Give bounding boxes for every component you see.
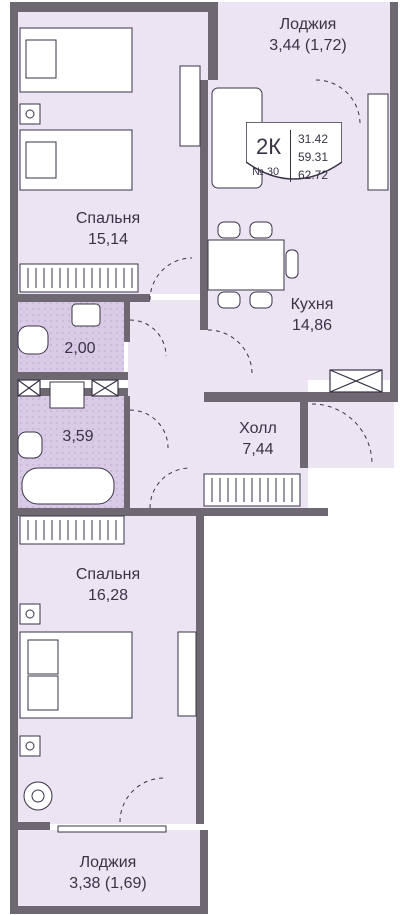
bath-area: 3,59 — [62, 428, 94, 445]
wall-hall-bottom — [10, 508, 328, 516]
wall-wc-right — [124, 302, 130, 342]
shaft-3-cross — [329, 369, 383, 393]
loggia-bottom-label: Лоджия 3,38 (1,69) — [69, 852, 146, 894]
vent-shafts — [17, 369, 383, 397]
wall-bedroom-bottom-right — [196, 516, 204, 824]
window-bedroom-top — [179, 65, 201, 147]
apartment-number: № 30 — [252, 166, 280, 178]
wall-bedroom-top-bottom — [10, 294, 150, 302]
wall-left — [10, 2, 18, 912]
pillow-4 — [27, 675, 59, 711]
hall-floor-right — [300, 402, 394, 468]
wc-label: 2,00 — [64, 338, 95, 359]
hall-name: Холл — [239, 420, 277, 437]
wall-kitchen-right — [390, 80, 398, 402]
window-bedroom-bottom — [177, 631, 197, 717]
door-entrance — [311, 403, 373, 465]
wall-bedroom-bottom-floor — [10, 822, 50, 830]
hangers-bottom — [27, 520, 117, 540]
chair-2 — [249, 221, 273, 239]
loggia-bottom-floor — [18, 830, 208, 910]
wall-loggia-bottom-base — [10, 906, 208, 914]
wardrobe-hangers — [27, 268, 293, 540]
shower-box — [49, 381, 85, 409]
bedside-tables — [19, 103, 41, 757]
windows — [57, 65, 389, 833]
wardrobe-bedroom-top — [19, 263, 139, 293]
hall-label: Холл 7,44 — [239, 418, 277, 460]
loggia-top-area: 3,44 (1,72) — [269, 37, 347, 54]
wc-area: 2,00 — [64, 340, 96, 357]
wall-loggia-bottom-right — [200, 830, 208, 912]
total-area: 59.31 — [298, 150, 329, 164]
hangers-top — [27, 268, 133, 288]
wall-bath-right — [124, 396, 130, 508]
wall-loggia-top-left — [208, 2, 218, 80]
plant — [23, 781, 53, 811]
bedroom-bottom-area: 16,28 — [87, 587, 129, 604]
chair-4 — [249, 291, 273, 309]
door-swings — [119, 79, 373, 823]
hall-area: 7,44 — [242, 441, 274, 458]
bedroom-top-name: Спальня — [75, 210, 141, 227]
apartment-type: 2К — [256, 134, 282, 159]
bathroom-fixtures — [17, 303, 115, 505]
kitchen-area: 14,86 — [291, 317, 333, 334]
loggia-top-floor — [218, 2, 398, 80]
toilet-1 — [17, 325, 49, 355]
window-kitchen — [367, 93, 389, 191]
door-loggia-bottom — [119, 777, 165, 823]
chair-3 — [217, 291, 241, 309]
apartment-badge: 2К № 30 31.42 59.31 62.72 — [246, 122, 342, 182]
wall-wc-bottom — [10, 372, 128, 380]
wardrobe-bedroom-bottom — [19, 515, 125, 545]
door-loggia-top — [315, 79, 361, 125]
window-loggia-bottom — [57, 825, 167, 833]
hall-floor — [128, 300, 308, 508]
chair-1 — [217, 221, 241, 239]
pillow-2 — [25, 141, 57, 179]
bath-label: 3,59 — [62, 426, 93, 447]
shaft-2-cross — [91, 379, 119, 397]
hangers-hall — [211, 478, 293, 502]
toilet-2 — [17, 431, 43, 459]
wall-loggia-top-right — [390, 2, 398, 80]
bedroom-bottom-name: Спальня — [75, 566, 141, 583]
pillow-3 — [27, 639, 59, 675]
wall-kitchen-bottom — [204, 392, 398, 402]
living-area: 31.42 — [298, 132, 329, 146]
door-bedroom-top — [149, 257, 193, 301]
bedroom-top-area: 15,14 — [87, 231, 129, 248]
wall-top — [10, 2, 218, 12]
badge-divider — [290, 130, 291, 182]
nightstand-1-lamp — [25, 109, 35, 119]
loggia-top-name: Лоджия — [279, 16, 337, 33]
door-wc — [129, 319, 167, 357]
loggia-bottom-name: Лоджия — [79, 854, 137, 871]
chair-5 — [285, 249, 299, 279]
kitchen-label: Кухня 14,86 — [291, 294, 334, 336]
bathtub — [21, 467, 115, 505]
nightstand-3-lamp — [25, 741, 35, 751]
shaft-1-cross — [17, 379, 41, 397]
total-area-with-loggia: 62.72 — [298, 168, 329, 182]
beds — [19, 27, 133, 719]
bedroom-top-label: Спальня 15,14 — [76, 208, 140, 250]
wall-hall-right — [300, 402, 308, 468]
loggia-top-label: Лоджия 3,44 (1,72) — [269, 14, 346, 56]
badge-shape — [246, 122, 342, 180]
door-kitchen — [207, 329, 253, 375]
bedroom-bottom-label: Спальня 16,28 — [76, 564, 140, 606]
wall-kitchen-left — [200, 80, 208, 330]
kitchen-name: Кухня — [290, 296, 334, 313]
nightstand-2-lamp — [25, 609, 35, 619]
pillow-1 — [25, 39, 57, 79]
dining-table — [207, 239, 285, 291]
loggia-bottom-area: 3,38 (1,69) — [69, 875, 147, 892]
sink-1 — [71, 303, 101, 327]
plant-inner — [31, 789, 45, 803]
